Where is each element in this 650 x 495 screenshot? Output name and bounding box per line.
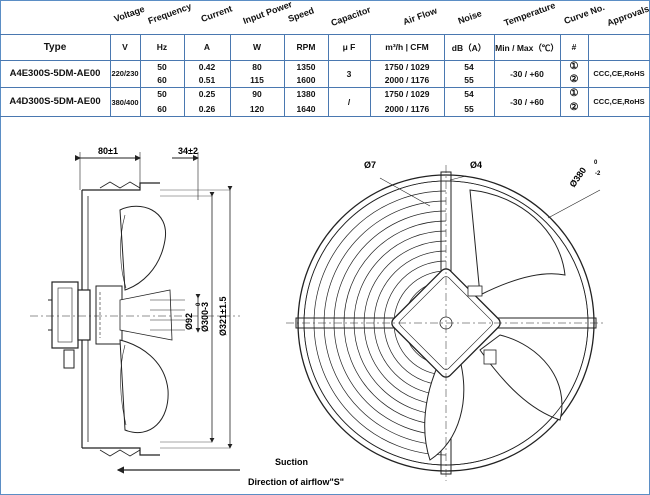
dim-300-label: Ø300-3 xyxy=(200,302,210,332)
units-type: Type xyxy=(43,42,67,53)
row1-hz-50: 50 xyxy=(157,62,167,72)
row2-hz-50: 50 xyxy=(157,89,167,99)
row1-voltage: 220/230 xyxy=(111,69,139,78)
table-line-top xyxy=(0,34,650,35)
units-capacitor: μ F xyxy=(342,42,356,52)
table-col-sep xyxy=(588,34,589,116)
row2-hz-60: 60 xyxy=(157,104,167,114)
row2-temperature: -30 / +60 xyxy=(510,97,544,107)
table-col-sep xyxy=(444,34,445,116)
dim-7-label: Ø7 xyxy=(364,160,376,170)
table-col-sep xyxy=(230,34,231,116)
table-col-sep xyxy=(560,34,561,116)
side-view xyxy=(30,152,240,474)
row1-curve-2: ② xyxy=(569,74,579,85)
row2-type: A4D300S-5DM-AE00 xyxy=(9,96,101,107)
row2-curve-1: ① xyxy=(569,88,579,99)
row1-temperature: -30 / +60 xyxy=(510,69,544,79)
dim-80-label: 80±1 xyxy=(98,146,118,156)
row1-airflow-50: 1750 / 1029 xyxy=(384,62,430,72)
row2-curve-2: ② xyxy=(569,102,579,113)
row1-w-60: 115 xyxy=(250,75,264,85)
row2-w-60: 120 xyxy=(249,104,265,114)
units-power: W xyxy=(252,42,262,52)
units-speed: RPM xyxy=(296,42,316,52)
row2-voltage: 380/400 xyxy=(111,98,139,107)
units-current: A xyxy=(203,42,211,52)
dim-380-label: Ø380 xyxy=(567,165,588,189)
row2-rpm-60: 1640 xyxy=(296,104,316,114)
row1-curve-1: ① xyxy=(569,61,579,72)
table-col-sep xyxy=(110,34,111,116)
dim-380-sup: 0 xyxy=(594,160,598,166)
dim-380-sub: -2 xyxy=(595,171,601,177)
row1-rpm-50: 1350 xyxy=(296,62,316,72)
row2-airflow-50: 1750 / 1029 xyxy=(384,89,430,99)
units-voltage: V xyxy=(122,42,128,52)
row1-type: A4E300S-5DM-AE00 xyxy=(9,68,101,79)
units-airflow: m³/h | CFM xyxy=(385,42,429,52)
front-view xyxy=(286,165,606,481)
units-curve: # xyxy=(571,42,577,52)
suction-label: Suction xyxy=(275,457,308,467)
units-frequency: Hz xyxy=(156,42,168,52)
row2-a-50: 0.25 xyxy=(198,89,216,99)
row1-airflow-60: 2000 / 1176 xyxy=(384,75,430,85)
table-col-sep xyxy=(284,34,285,116)
table-line-bottom xyxy=(0,116,650,117)
units-noise: dB（A） xyxy=(451,43,487,53)
row2-capacitor: / xyxy=(347,97,351,107)
table-col-sep xyxy=(184,34,185,116)
row2-a-60: 0.26 xyxy=(198,104,216,114)
row1-w-50: 80 xyxy=(252,62,262,72)
dim-92-label: Ø92 xyxy=(184,313,194,330)
dim-300-sup: 0 xyxy=(196,302,202,306)
table-col-sep xyxy=(328,34,329,116)
table-line-units xyxy=(0,60,650,61)
dim-34-label: 34±2 xyxy=(178,146,198,156)
row1-db-60: 55 xyxy=(464,75,474,85)
table-col-sep xyxy=(140,34,141,116)
airflow-direction-label: Direction of airflow"S" xyxy=(248,477,344,487)
row2-approvals: CCC,CE,RoHS xyxy=(593,97,645,106)
row1-db-50: 54 xyxy=(464,62,474,72)
table-col-sep xyxy=(370,34,371,116)
row1-hz-60: 60 xyxy=(157,75,167,85)
row1-capacitor: 3 xyxy=(346,69,352,79)
row1-a-60: 0.51 xyxy=(198,75,216,85)
row1-approvals: CCC,CE,RoHS xyxy=(593,69,645,78)
row1-a-50: 0.42 xyxy=(198,62,216,72)
row2-airflow-60: 2000 / 1176 xyxy=(384,104,430,114)
dim-4-label: Ø4 xyxy=(470,160,482,170)
row2-rpm-50: 1380 xyxy=(296,89,316,99)
table-line-row1 xyxy=(0,87,650,88)
dim-321-label: Ø321±1.5 xyxy=(218,297,228,336)
row2-db-50: 54 xyxy=(464,89,474,99)
row2-db-60: 55 xyxy=(464,104,474,114)
row1-rpm-60: 1600 xyxy=(296,75,316,85)
units-temperature: Min / Max（℃） xyxy=(495,43,559,53)
row2-w-50: 90 xyxy=(252,89,262,99)
table-col-sep xyxy=(494,34,495,116)
